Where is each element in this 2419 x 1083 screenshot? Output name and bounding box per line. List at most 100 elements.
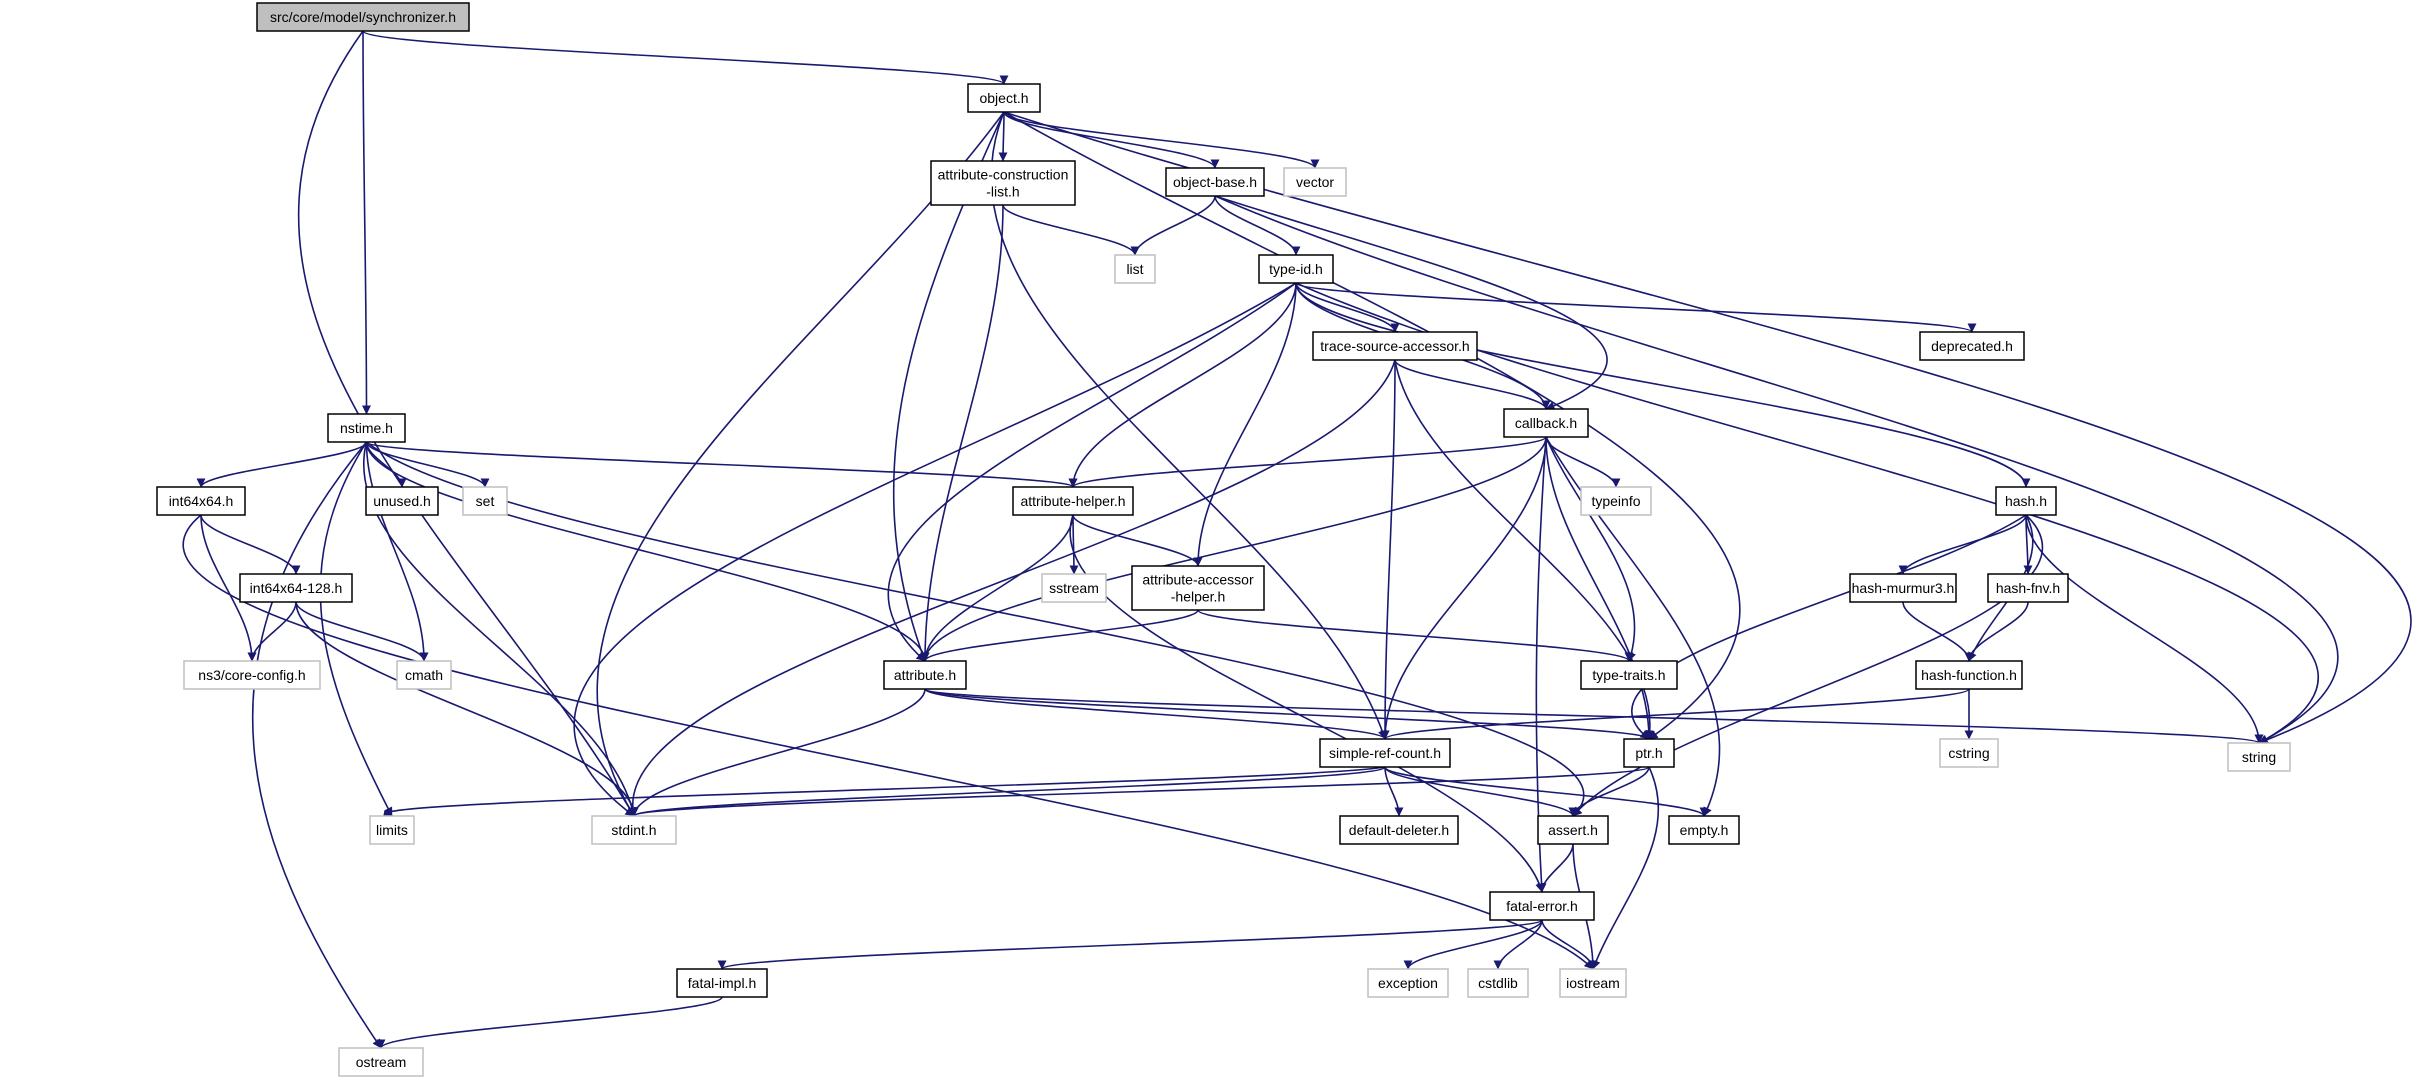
node-ptr[interactable]: ptr.h [1623, 738, 1675, 768]
node-root[interactable]: src/core/model/synchronizer.h [256, 2, 470, 32]
edge-fatalerror-to-fatalimpl [717, 919, 1543, 970]
node-int128[interactable]: int64x64-128.h [239, 573, 353, 603]
node-label-deprecated: deprecated.h [1931, 338, 2013, 354]
node-attrhelper[interactable]: attribute-helper.h [1012, 486, 1134, 516]
edge-assert-to-fatalerror [1537, 843, 1574, 893]
node-acl[interactable]: attribute-construction-list.h [930, 160, 1076, 206]
node-deprecated[interactable]: deprecated.h [1919, 331, 2025, 361]
nodes-layer: src/core/model/synchronizer.h object.h nst… [156, 2, 2291, 1077]
node-cmath: cmath [396, 660, 452, 690]
node-int64x64[interactable]: int64x64.h [156, 486, 246, 516]
node-label-unused: unused.h [373, 493, 431, 509]
node-label-exception: exception [1378, 975, 1438, 991]
edge-typeid-to-tsa [1295, 282, 1400, 333]
node-label-src: simple-ref-count.h [1329, 745, 1441, 761]
edge-acl-to-list [1002, 204, 1140, 256]
node-typeid[interactable]: type-id.h [1258, 254, 1334, 284]
edge-int64x64-to-int128 [200, 514, 301, 575]
node-label-typeid: type-id.h [1269, 261, 1323, 277]
node-attribute[interactable]: attribute.h [883, 660, 967, 690]
node-box-stdint [591, 815, 677, 845]
node-box-list [1114, 254, 1156, 284]
node-label-objbase: object-base.h [1173, 174, 1257, 190]
node-objbase[interactable]: object-base.h [1165, 167, 1265, 197]
edge-fnv-to-hashfunc [1964, 601, 2029, 662]
node-label-hashfunc: hash-function.h [1921, 667, 2017, 683]
node-label-cmath: cmath [405, 667, 443, 683]
edge-callback-to-ptr [1545, 436, 1654, 740]
edge-object-to-src [990, 111, 1387, 740]
node-box-iostream [1559, 968, 1627, 998]
node-box-cstdlib [1467, 968, 1529, 998]
node-box-nstime [327, 413, 406, 443]
node-box-object [967, 83, 1041, 113]
node-box-acl [930, 160, 1076, 206]
node-box-vector [1283, 167, 1347, 197]
node-box-cstring [1939, 738, 1999, 768]
node-assert[interactable]: assert.h [1537, 815, 1609, 845]
node-label-cstring: cstring [1948, 745, 1989, 761]
node-label-fnv: hash-fnv.h [1996, 580, 2060, 596]
edge-int64x64-to-coreconfig [200, 514, 257, 662]
node-src[interactable]: simple-ref-count.h [1319, 738, 1451, 768]
node-tsa[interactable]: trace-source-accessor.h [1312, 331, 1478, 361]
node-label-coreconfig: ns3/core-config.h [198, 667, 305, 683]
node-deleter[interactable]: default-deleter.h [1339, 815, 1459, 845]
node-fatalerror[interactable]: fatal-error.h [1489, 891, 1595, 921]
node-set: set [462, 486, 508, 516]
edge-murmur-to-hashfunc [1902, 601, 1974, 662]
edge-src-to-deleter [1384, 766, 1404, 817]
node-box-deprecated [1919, 331, 2025, 361]
node-unused[interactable]: unused.h [365, 486, 439, 516]
edge-callback-to-src [1380, 436, 1547, 740]
node-label-object: object.h [979, 90, 1028, 106]
node-object[interactable]: object.h [967, 83, 1041, 113]
node-box-ostream [338, 1047, 424, 1077]
node-hash[interactable]: hash.h [1995, 486, 2057, 516]
node-box-attrhelper [1012, 486, 1134, 516]
edge-int64x64-to-iostream [182, 514, 1594, 970]
node-murmur[interactable]: hash-murmur3.h [1849, 573, 1957, 603]
node-box-callback [1503, 408, 1589, 438]
node-box-hash [1995, 486, 2057, 516]
node-callback[interactable]: callback.h [1503, 408, 1589, 438]
node-box-set [462, 486, 508, 516]
node-label-attrhelper: attribute-helper.h [1020, 493, 1125, 509]
node-box-tsa [1312, 331, 1478, 361]
edge-nstime-to-cmath [365, 441, 429, 662]
node-coreconfig: ns3/core-config.h [183, 660, 321, 690]
node-empty[interactable]: empty.h [1668, 815, 1740, 845]
node-nstime[interactable]: nstime.h [327, 413, 406, 443]
edge-nstime-to-ostream [251, 441, 382, 1049]
node-box-unused [365, 486, 439, 516]
node-hashfunc[interactable]: hash-function.h [1915, 660, 2023, 690]
node-box-cmath [396, 660, 452, 690]
edge-nstime-to-limits [319, 441, 393, 817]
node-box-root [256, 2, 470, 32]
node-label-string: string [2242, 749, 2276, 765]
edge-attribute-to-src [924, 688, 1390, 740]
node-list: list [1114, 254, 1156, 284]
node-fnv[interactable]: hash-fnv.h [1987, 573, 2069, 603]
edge-object-to-stdint [596, 111, 1005, 817]
node-label-fatalimpl: fatal-impl.h [688, 975, 756, 991]
node-label-nstime: nstime.h [340, 420, 393, 436]
edge-attrhelper-to-attribute [920, 514, 1074, 662]
node-label-sstream: sstream [1049, 580, 1099, 596]
edge-src-to-assert [1384, 766, 1578, 817]
edge-object-to-objbase [1003, 111, 1220, 169]
edges-layer [182, 30, 2412, 1049]
node-label-murmur: hash-murmur3.h [1852, 580, 1955, 596]
node-label-acl: attribute-construction-list.h [938, 167, 1069, 200]
node-box-fnv [1987, 573, 2069, 603]
node-typetraits[interactable]: type-traits.h [1580, 660, 1678, 690]
node-fatalimpl[interactable]: fatal-impl.h [676, 968, 768, 998]
node-aah[interactable]: attribute-accessor-helper.h [1131, 565, 1265, 611]
edge-hash-to-assert [1572, 514, 2044, 817]
edge-typeid-to-attrhelper [1068, 282, 1297, 488]
edge-acl-to-attribute [920, 204, 1004, 662]
node-vector: vector [1283, 167, 1347, 197]
edge-fatalerror-to-exception [1403, 919, 1543, 970]
edge-attribute-to-string [924, 688, 2263, 744]
node-box-int128 [239, 573, 353, 603]
